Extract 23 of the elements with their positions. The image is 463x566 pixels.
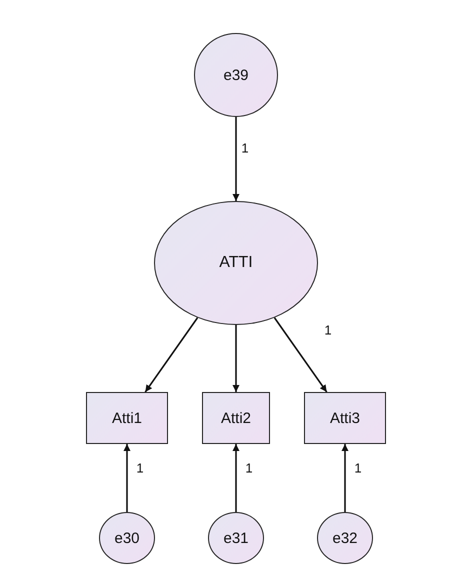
arrow xyxy=(232,325,240,392)
edge-label: 1 xyxy=(135,462,145,474)
arrow xyxy=(274,317,328,392)
edge-label: 1 xyxy=(323,324,333,336)
node-label: Atti1 xyxy=(112,410,142,426)
edge-label: 1 xyxy=(244,462,254,474)
edge-label: 1 xyxy=(353,462,363,474)
observed-variable-box xyxy=(304,392,386,444)
node-label: e32 xyxy=(332,530,358,546)
node-label: e31 xyxy=(223,530,249,546)
edge-label: 1 xyxy=(240,142,250,154)
arrow xyxy=(144,317,198,392)
node-label: ATTI xyxy=(219,254,253,272)
arrow xyxy=(232,444,240,512)
node-label: e30 xyxy=(114,530,140,546)
node-label: Atti2 xyxy=(220,410,251,426)
arrow xyxy=(232,117,240,201)
node-label: e39 xyxy=(223,66,249,84)
arrow xyxy=(342,444,348,512)
node-label: Atti3 xyxy=(330,410,360,426)
arrow xyxy=(124,444,130,512)
observed-variable-box xyxy=(202,392,270,444)
observed-variable-box xyxy=(86,392,168,444)
